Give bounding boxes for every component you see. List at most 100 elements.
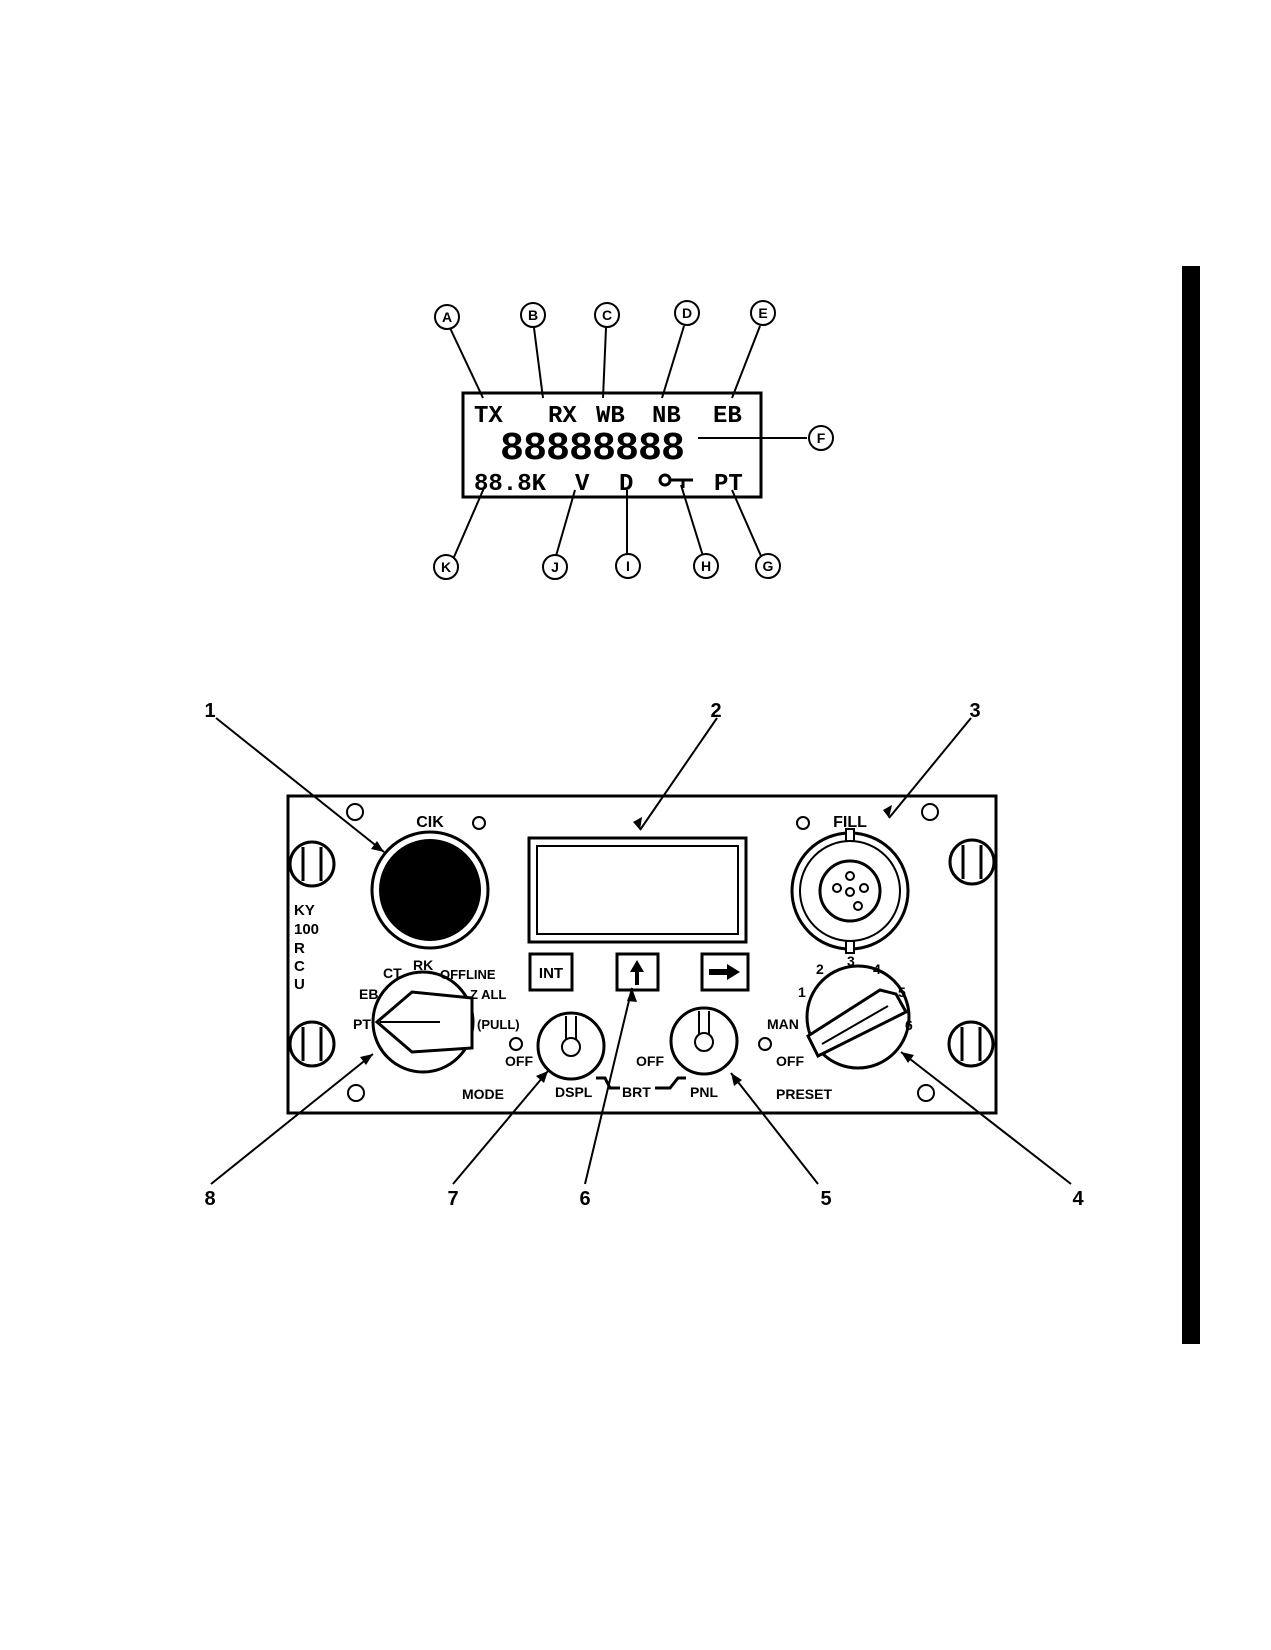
fill-connector[interactable] bbox=[790, 828, 910, 954]
svg-text:A: A bbox=[442, 309, 452, 325]
preset-position-4: 4 bbox=[873, 961, 881, 977]
svg-text:C: C bbox=[294, 958, 305, 975]
mode-position-zall: Z ALL bbox=[470, 987, 506, 1002]
callout-3: 3 bbox=[969, 700, 980, 722]
indicator-wb: WB bbox=[596, 403, 625, 430]
display-leader-lines bbox=[449, 325, 807, 558]
pnl-brightness-knob[interactable] bbox=[669, 1006, 739, 1076]
mode-position-pt: PT bbox=[353, 1016, 371, 1032]
panel-arrowheads bbox=[360, 805, 914, 1086]
mount-hole bbox=[917, 1084, 935, 1102]
mount-hole bbox=[346, 803, 364, 821]
front-panel: KY 100 R C U CIK INT FILL bbox=[286, 794, 998, 1115]
callout-5: 5 bbox=[820, 1188, 831, 1210]
callout-d: D bbox=[674, 300, 700, 326]
svg-text:U: U bbox=[294, 976, 305, 993]
page-edge-bar bbox=[1182, 266, 1200, 1344]
panel-display-glass bbox=[536, 845, 739, 935]
screw-head bbox=[288, 1020, 336, 1068]
mount-hole bbox=[347, 1084, 365, 1102]
indicator-data: D bbox=[619, 471, 633, 498]
panel-outline bbox=[286, 794, 998, 1115]
callout-6: 6 bbox=[579, 1188, 590, 1210]
fill-label: FILL bbox=[833, 814, 867, 831]
svg-text:H: H bbox=[701, 558, 711, 574]
indicator-rx: RX bbox=[548, 403, 577, 430]
indicator-voice: V bbox=[575, 471, 590, 498]
callout-b: B bbox=[520, 302, 546, 328]
svg-text:INT: INT bbox=[539, 965, 563, 982]
key-icon bbox=[658, 473, 693, 488]
callout-a: A bbox=[434, 304, 460, 330]
int-button[interactable]: INT bbox=[528, 952, 574, 992]
preset-position-2: 2 bbox=[816, 961, 824, 977]
preset-position-6: 6 bbox=[905, 1017, 913, 1033]
mount-hole bbox=[921, 803, 939, 821]
svg-text:R: R bbox=[294, 940, 305, 957]
right-arrow-button[interactable] bbox=[700, 952, 750, 992]
screw-head bbox=[948, 838, 996, 886]
mode-label: MODE bbox=[462, 1086, 504, 1102]
nameplate: KY 100 R C U bbox=[294, 902, 319, 993]
callout-h: H bbox=[693, 553, 719, 579]
arrow-up-icon bbox=[630, 960, 644, 985]
svg-text:J: J bbox=[551, 559, 559, 575]
mode-position-ct: CT bbox=[383, 965, 402, 981]
callout-7: 7 bbox=[447, 1188, 458, 1210]
indicator-tx: TX bbox=[474, 403, 503, 430]
alphanumeric-field: 88888888 bbox=[500, 427, 684, 472]
dspl-brightness-knob[interactable] bbox=[536, 1011, 606, 1081]
dspl-label: DSPL bbox=[555, 1084, 593, 1100]
cik-receptacle[interactable] bbox=[370, 830, 490, 950]
screw-head bbox=[288, 840, 336, 888]
callout-4: 4 bbox=[1072, 1188, 1084, 1210]
preset-position-5: 5 bbox=[898, 984, 906, 1000]
callout-i: I bbox=[615, 553, 641, 579]
brt-label: BRT bbox=[622, 1084, 651, 1100]
dspl-indicator-light bbox=[509, 1037, 523, 1051]
display-detail: TX RX WB NB EB 88888888 88.8K V D PT bbox=[433, 300, 834, 580]
preset-position-off: OFF bbox=[776, 1053, 804, 1069]
preset-label: PRESET bbox=[776, 1086, 832, 1102]
svg-text:K: K bbox=[441, 559, 451, 575]
mode-position-rk: RK bbox=[413, 957, 433, 973]
preset-position-man: MAN bbox=[767, 1016, 799, 1032]
callout-k: K bbox=[433, 554, 459, 580]
preset-position-3: 3 bbox=[847, 953, 855, 969]
cik-label: CIK bbox=[416, 814, 444, 831]
svg-text:G: G bbox=[763, 558, 774, 574]
callout-c: C bbox=[594, 302, 620, 328]
indicator-pt: PT bbox=[714, 471, 743, 498]
mode-position-offline: OFFLINE bbox=[440, 967, 496, 982]
indicator-nb: NB bbox=[652, 403, 681, 430]
pnl-label: PNL bbox=[690, 1084, 718, 1100]
svg-text:100: 100 bbox=[294, 921, 319, 938]
preset-position-1: 1 bbox=[798, 984, 806, 1000]
up-arrow-button[interactable] bbox=[615, 952, 660, 992]
mode-switch[interactable] bbox=[371, 970, 475, 1074]
brt-bracket bbox=[655, 1076, 686, 1090]
callout-1: 1 bbox=[204, 700, 215, 722]
callout-j: J bbox=[542, 554, 568, 580]
preset-switch[interactable] bbox=[805, 964, 911, 1070]
callout-f: F bbox=[808, 425, 834, 451]
preset-indicator-light bbox=[758, 1037, 772, 1051]
svg-text:KY: KY bbox=[294, 902, 315, 919]
callout-e: E bbox=[750, 300, 776, 326]
brt-bracket bbox=[596, 1076, 620, 1090]
svg-text:I: I bbox=[626, 558, 630, 574]
indicator-rate: 88.8K bbox=[474, 471, 547, 498]
mode-position-eb: EB bbox=[359, 986, 378, 1002]
svg-text:F: F bbox=[817, 430, 826, 446]
panel-leader-arrows bbox=[210, 717, 1072, 1185]
arrow-right-icon bbox=[709, 964, 740, 980]
svg-text:D: D bbox=[682, 305, 692, 321]
indicator-eb: EB bbox=[713, 403, 742, 430]
svg-text:E: E bbox=[758, 305, 767, 321]
screw-head bbox=[947, 1020, 995, 1068]
callout-8: 8 bbox=[204, 1188, 215, 1210]
display-window bbox=[461, 391, 763, 499]
callout-2: 2 bbox=[710, 700, 721, 722]
pnl-off-label: OFF bbox=[636, 1053, 664, 1069]
